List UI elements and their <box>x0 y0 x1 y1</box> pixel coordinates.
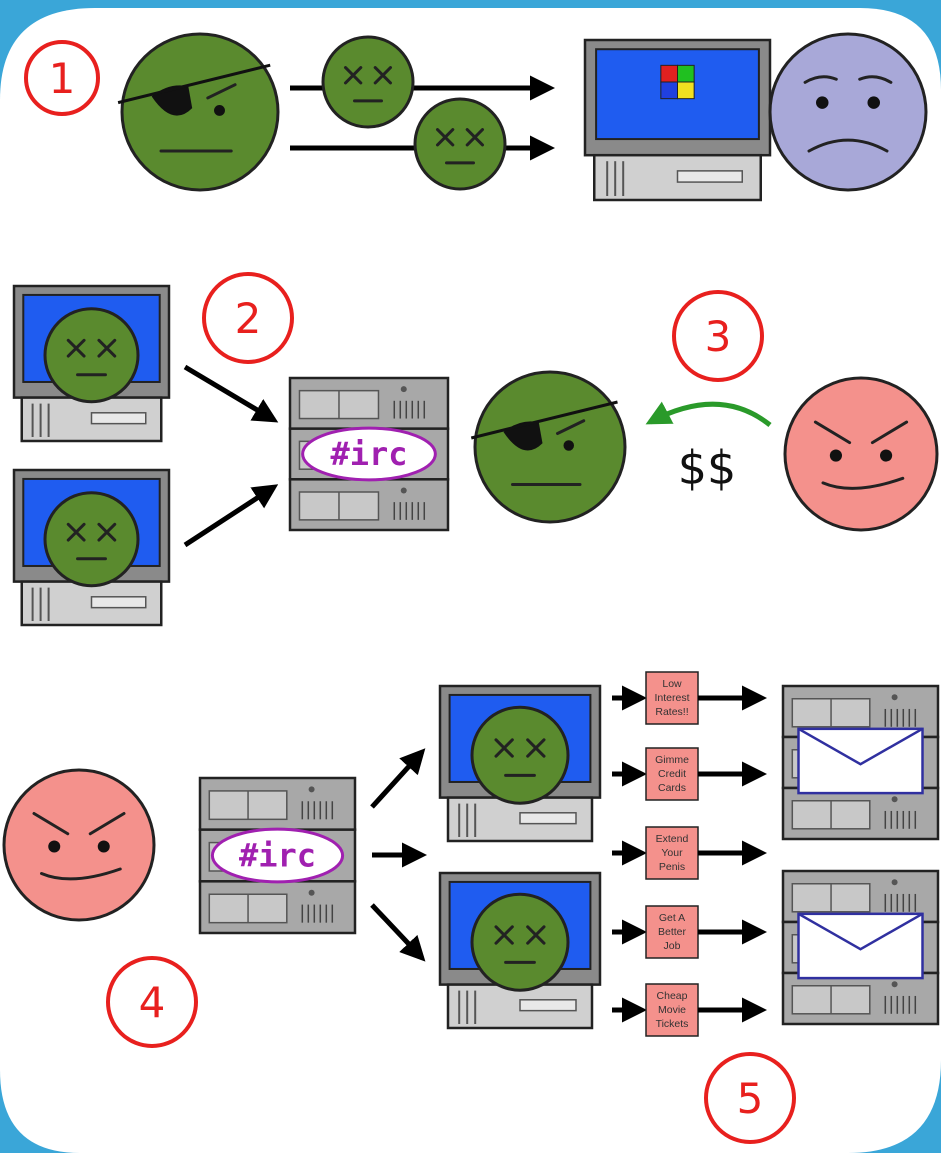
step-number: 2 <box>235 294 262 343</box>
spam-text: Movie <box>658 1004 686 1016</box>
spam-text: Get A <box>659 912 685 924</box>
computer-icon <box>438 684 602 843</box>
zombie-face-icon <box>470 892 570 992</box>
spam-text: Cheap <box>657 990 688 1002</box>
spam-text: Credit <box>658 768 686 780</box>
step-marker: 2 <box>202 272 294 364</box>
arrow-icon <box>370 748 426 809</box>
irc-badge <box>301 426 437 482</box>
computer-icon <box>12 468 171 627</box>
step-number: 5 <box>737 1074 764 1123</box>
step-marker: 3 <box>672 290 764 382</box>
computer-icon <box>583 38 772 202</box>
angry-face-icon <box>783 376 939 532</box>
zombie-face-icon <box>470 705 570 805</box>
spam-text: Your <box>661 847 683 859</box>
irc-badge <box>210 827 345 884</box>
zombie-face-icon <box>321 35 415 129</box>
zombie-face-icon <box>43 491 140 588</box>
spam-text: Extend <box>656 833 689 845</box>
zombie-face-icon <box>413 97 507 191</box>
spam-text: Cards <box>658 782 686 794</box>
spam-text: Gimme <box>655 754 689 766</box>
computer-icon <box>438 871 602 1030</box>
irc-label: #irc <box>330 435 407 473</box>
money-label: $$ <box>678 441 737 495</box>
step-marker: 5 <box>704 1052 796 1144</box>
computer-icon <box>12 284 171 443</box>
spam-text: Job <box>664 940 681 952</box>
pirate-face-icon <box>470 370 627 524</box>
arrow-icon <box>183 484 279 548</box>
arrow-icon <box>183 364 279 423</box>
step-marker: 1 <box>24 40 100 116</box>
spam-text: Interest <box>654 692 689 704</box>
zombie-face-icon <box>43 307 140 404</box>
pirate-face-icon <box>117 32 280 192</box>
step-number: 1 <box>49 54 76 103</box>
spam-text: Tickets <box>656 1018 689 1030</box>
spam-text: Low <box>662 678 682 690</box>
envelope-icon <box>797 727 924 795</box>
angry-face-icon <box>2 768 156 922</box>
spam-text: Better <box>658 926 687 938</box>
irc-label: #irc <box>239 837 316 875</box>
return-arrow <box>645 401 772 427</box>
spam-text: Penis <box>659 861 685 873</box>
step-marker: 4 <box>106 956 198 1048</box>
step-number: 3 <box>705 312 732 361</box>
envelope-icon <box>797 912 924 980</box>
spam-text: Rates!! <box>655 706 688 718</box>
sad-face-icon <box>768 32 928 192</box>
step-number: 4 <box>139 978 166 1027</box>
arrow-icon <box>370 903 426 962</box>
